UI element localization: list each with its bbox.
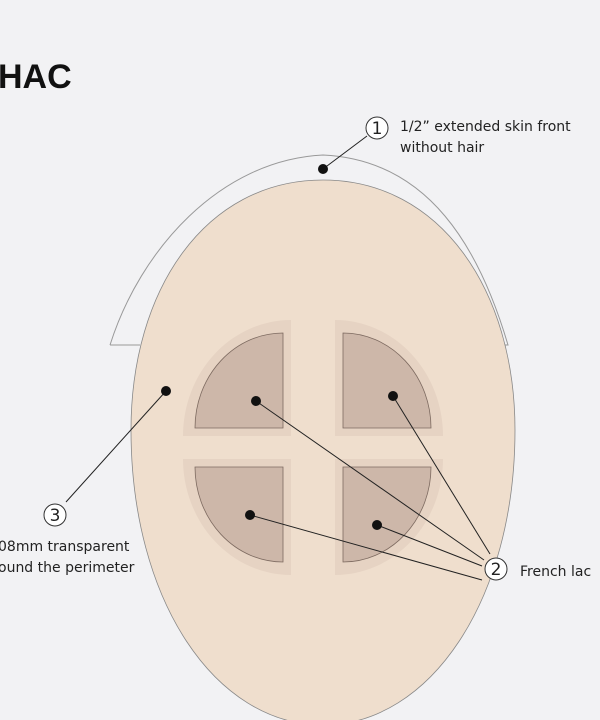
svg-text:1: 1	[372, 119, 383, 139]
lace-panel-bottom-right	[342, 466, 432, 563]
marker-dots	[161, 164, 398, 530]
svg-text:ound the perimeter: ound the perimeter	[0, 560, 135, 576]
callout-3: 3 08mm transparent ound the perimeter	[0, 503, 135, 576]
lace-panel-bottom-left	[194, 466, 284, 563]
callout-2: 2 French lac	[484, 557, 591, 581]
lace-panel-top-right	[342, 332, 432, 429]
svg-text:3: 3	[50, 506, 61, 526]
front-extension-outline	[109, 154, 509, 346]
svg-text:08mm transparent: 08mm transparent	[0, 539, 130, 555]
callout-1: 1 1/2” extended skin front without hair	[365, 116, 571, 156]
page-title: HAC	[0, 58, 72, 96]
svg-text:1/2” extended skin front: 1/2” extended skin front	[400, 119, 571, 135]
svg-text:French lac: French lac	[520, 564, 591, 580]
leader-lines	[65, 135, 491, 581]
svg-text:2: 2	[491, 560, 502, 580]
svg-text:without hair: without hair	[400, 140, 484, 156]
head-base	[130, 179, 516, 720]
